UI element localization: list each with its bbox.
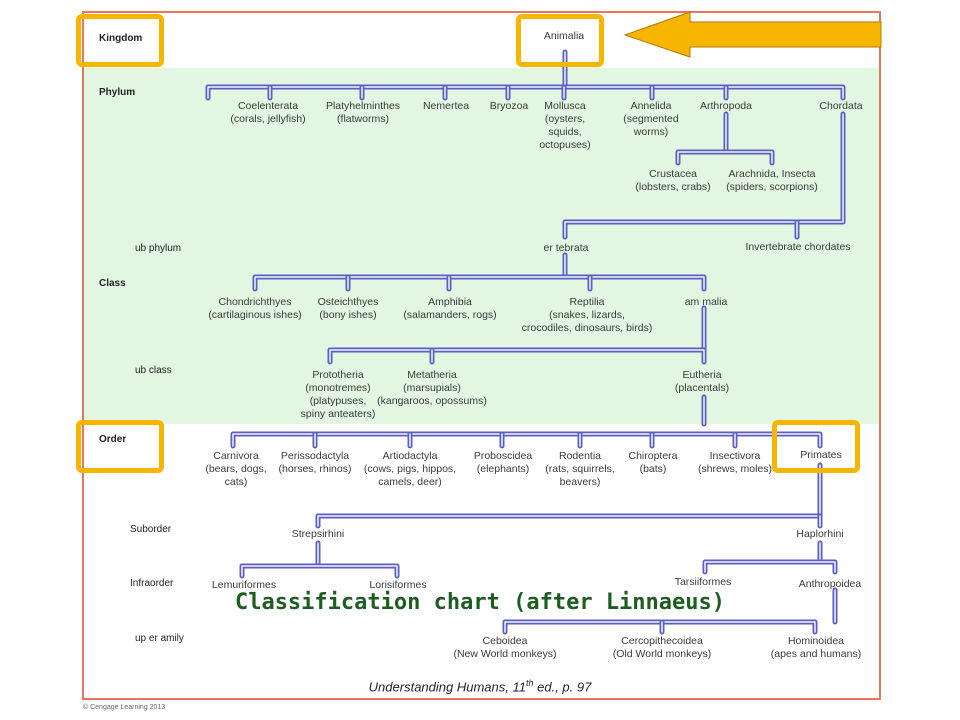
highlight-order [76, 420, 164, 473]
rank-class: Class [99, 278, 126, 289]
citation: Understanding Humans, 11th ed., p. 97 [368, 678, 592, 695]
node-hominoidea: Hominoidea(apes and humans) [770, 635, 862, 660]
connector-highlight-34 [704, 561, 836, 573]
connector-line-19 [327, 347, 707, 365]
node-bryozoa: Bryozoa [489, 100, 529, 112]
rank-kingdom: Kingdom [99, 33, 143, 44]
connector-highlight-32 [241, 565, 398, 577]
rank-phylum: Phylum [99, 87, 136, 98]
node-perissodactyla: Perissodactyla(horses, rhinos) [278, 450, 352, 475]
rank-subphylum: ub phylum [135, 243, 182, 254]
connector-highlight-29 [317, 464, 821, 527]
connector-line-1 [205, 84, 846, 101]
node-animalia: Animalia [543, 30, 585, 42]
connector-highlight-19 [329, 349, 705, 363]
connector-line-34 [702, 559, 838, 575]
node-mammalia: am malia [684, 296, 728, 308]
node-artiodactyla: Artiodactyla(cows, pigs, hippos,camels, … [363, 450, 457, 488]
node-rodentia: Rodentia(rats, squirrels,beavers) [545, 450, 615, 488]
highlight-animalia [516, 14, 604, 67]
connector-line-32 [239, 563, 400, 579]
node-strepsirhini: Strepsirhini [291, 528, 345, 540]
connector-highlight-10 [677, 151, 773, 164]
node-haplorhini: Haplorhini [796, 528, 844, 540]
connector-line-22 [230, 431, 823, 449]
connector-highlight-11 [564, 113, 844, 238]
connector-line-14 [252, 274, 707, 292]
node-nemertea: Nemertea [422, 100, 470, 112]
node-vertebrata: er tebrata [543, 242, 589, 254]
node-carnivora: Carnivora(bears, dogs,cats) [205, 450, 267, 488]
rank-superfamily: up er amily [135, 633, 184, 644]
node-arthropoda: Arthropoda [700, 100, 752, 112]
node-cercopithecoidea: Cercopithecoidea(Old World monkeys) [612, 635, 712, 660]
node-prototheria: Prototheria(monotremes)(platypuses,spiny… [300, 369, 376, 420]
node-amphibia: Amphibia(salamanders, rogs) [403, 296, 497, 321]
node-mollusca: Mollusca(oysters,squids,octopuses) [539, 100, 591, 151]
node-primates: Primates [800, 449, 842, 461]
class-band [84, 268, 879, 424]
node-platyhelminthes: Platyhelminthes(flatworms) [325, 100, 401, 125]
pointer-arrow [623, 11, 882, 58]
phylum-band [84, 68, 879, 268]
node-lorisiformes: Lorisiformes [369, 579, 427, 591]
node-tarsiiformes: Tarsiiformes [674, 576, 732, 588]
node-arachnida-insecta: Arachnida, Insecta(spiders, scorpions) [726, 168, 818, 193]
rank-order: Order [99, 434, 127, 445]
slide-title: Classification chart (after Linnaeus) [234, 590, 726, 615]
node-chiroptera: Chiroptera(bats) [628, 450, 678, 475]
node-ceboidea: Ceboidea(New World monkeys) [453, 635, 557, 660]
connector-line-10 [675, 149, 775, 166]
highlight-primates [772, 420, 860, 473]
rank-suborder: Suborder [130, 524, 172, 535]
node-coelenterata: Coelenterata(corals, jellyfish) [230, 100, 306, 125]
node-metatheria: Metatheria(marsupials)(kangaroos, opossu… [377, 369, 487, 407]
node-chordata: Chordata [819, 100, 863, 112]
node-reptilia: Reptilia(snakes, lizards,crocodiles, din… [521, 296, 653, 334]
connector-highlight-1 [207, 86, 844, 99]
node-invertebrate-chordates: Invertebrate chordates [745, 241, 851, 253]
rank-infraorder: Infraorder [130, 578, 174, 589]
node-proboscidea: Proboscidea(elephants) [473, 450, 533, 475]
node-eutheria: Eutheria(placentals) [674, 369, 730, 394]
node-lemuriformes: Lemuriformes [211, 579, 277, 591]
connector-highlight-14 [254, 276, 705, 290]
node-anthropoidea: Anthropoidea [798, 578, 862, 590]
node-osteichthyes: Osteichthyes(bony ishes) [317, 296, 379, 321]
rank-subclass: ub class [135, 365, 172, 376]
node-chondrichthyes: Chondrichthyes(cartilaginous ishes) [208, 296, 302, 321]
node-crustacea: Crustacea(lobsters, crabs) [635, 168, 711, 193]
node-insectivora: Insectivora(shrews, moles) [697, 450, 773, 475]
connector-highlight-22 [232, 433, 821, 447]
copyright-notice: © Cengage Learning 2013 [83, 704, 166, 711]
highlight-kingdom [76, 14, 164, 67]
